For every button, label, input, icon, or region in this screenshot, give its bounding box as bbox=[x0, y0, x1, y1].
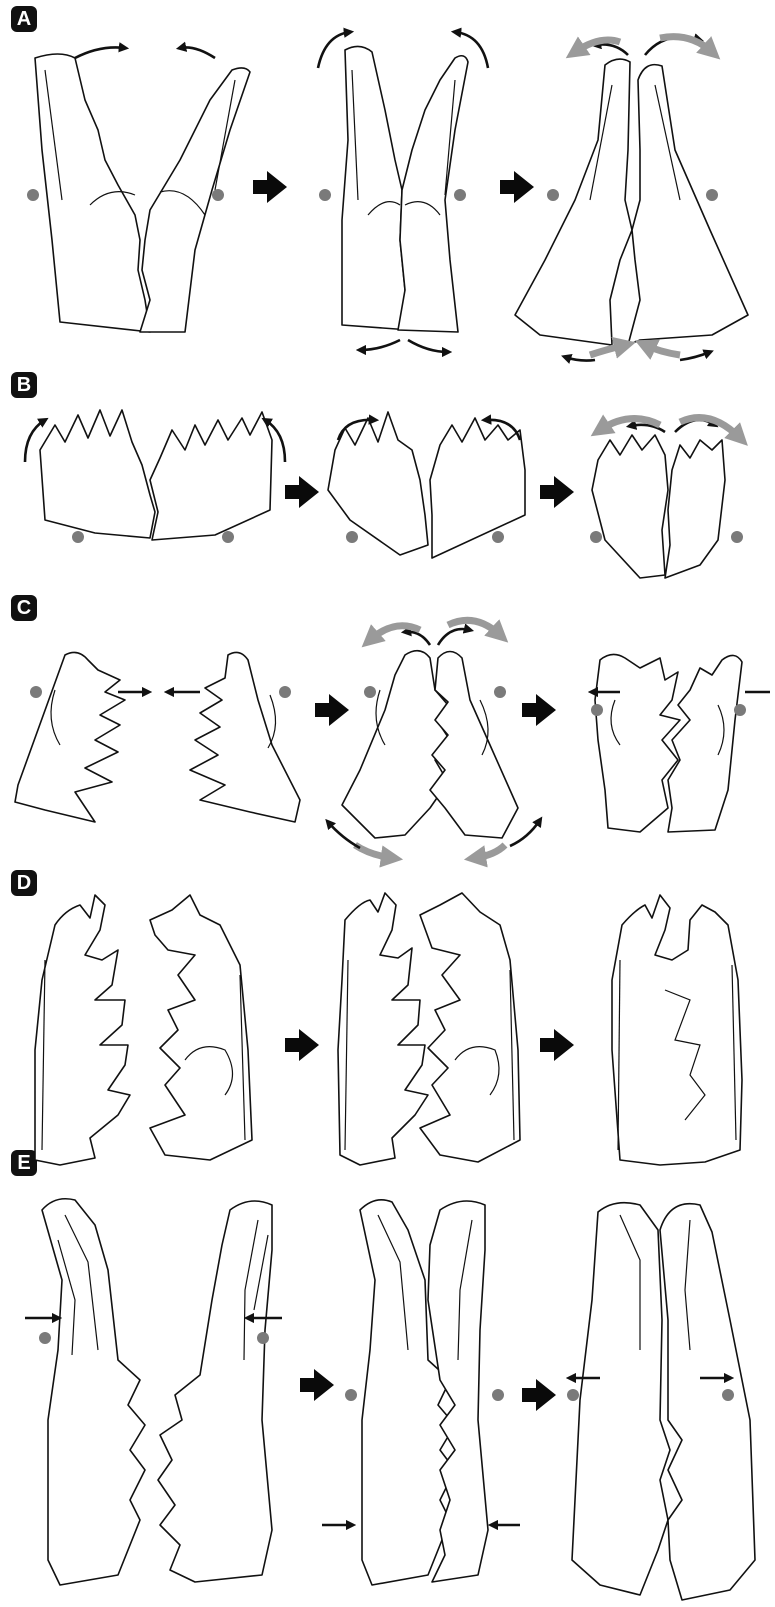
pivot-dot-icon bbox=[364, 686, 376, 698]
panel-d-stage-2 bbox=[338, 893, 520, 1165]
pivot-dot-icon bbox=[492, 1389, 504, 1401]
panel-e-stage-1 bbox=[25, 1199, 145, 1585]
pivot-dot-icon bbox=[212, 189, 224, 201]
pivot-dot-icon bbox=[319, 189, 331, 201]
panel-d-stage-3 bbox=[612, 895, 742, 1165]
pivot-dot-icon bbox=[30, 686, 42, 698]
pivot-dot-icon bbox=[279, 686, 291, 698]
pivot-dot-icon bbox=[72, 531, 84, 543]
pivot-dot-icon bbox=[567, 1389, 579, 1401]
pivot-dot-icon bbox=[722, 1389, 734, 1401]
panel-b-stage-3 bbox=[590, 418, 743, 578]
panel-e-stage-4 bbox=[567, 1203, 755, 1600]
pivot-dot-icon bbox=[731, 531, 743, 543]
right-block-arrow-icon bbox=[540, 1029, 574, 1061]
panel-b-stage-2 bbox=[328, 412, 525, 558]
pivot-dot-icon bbox=[591, 704, 603, 716]
panel-a bbox=[27, 32, 748, 361]
panel-c-stage-2 bbox=[168, 652, 300, 822]
right-block-arrow-icon bbox=[315, 694, 349, 726]
pivot-dot-icon bbox=[257, 1332, 269, 1344]
pivot-dot-icon bbox=[494, 686, 506, 698]
panel-c-stage-4 bbox=[591, 654, 770, 832]
pivot-dot-icon bbox=[345, 1389, 357, 1401]
pivot-dot-icon bbox=[492, 531, 504, 543]
panel-e-stage-3 bbox=[322, 1200, 520, 1585]
right-block-arrow-icon bbox=[540, 476, 574, 508]
pivot-dot-icon bbox=[706, 189, 718, 201]
panel-c bbox=[15, 620, 770, 858]
right-block-arrow-icon bbox=[285, 1029, 319, 1061]
pivot-dot-icon bbox=[454, 189, 466, 201]
panel-a-stage-2 bbox=[318, 32, 488, 352]
right-block-arrow-icon bbox=[500, 171, 534, 203]
panel-c-stage-1 bbox=[15, 652, 148, 822]
right-block-arrow-icon bbox=[522, 1379, 556, 1411]
pivot-dot-icon bbox=[27, 189, 39, 201]
right-block-arrow-icon bbox=[285, 476, 319, 508]
right-block-arrow-icon bbox=[300, 1369, 334, 1401]
pivot-dot-icon bbox=[547, 189, 559, 201]
pivot-dot-icon bbox=[734, 704, 746, 716]
panel-c-stage-3 bbox=[328, 620, 540, 858]
pivot-dot-icon bbox=[590, 531, 602, 543]
pivot-dot-icon bbox=[222, 531, 234, 543]
panel-a-stage-1 bbox=[27, 47, 250, 332]
pivot-dot-icon bbox=[346, 531, 358, 543]
panel-e-stage-2 bbox=[158, 1201, 282, 1582]
pivot-dot-icon bbox=[39, 1332, 51, 1344]
panel-e bbox=[25, 1199, 755, 1600]
panel-b-stage-1 bbox=[25, 410, 285, 543]
right-block-arrow-icon bbox=[253, 171, 287, 203]
panel-a-stage-3 bbox=[515, 37, 748, 361]
panel-d bbox=[35, 893, 742, 1165]
panel-b bbox=[25, 410, 743, 578]
panel-d-stage-1 bbox=[35, 895, 252, 1165]
right-block-arrow-icon bbox=[522, 694, 556, 726]
